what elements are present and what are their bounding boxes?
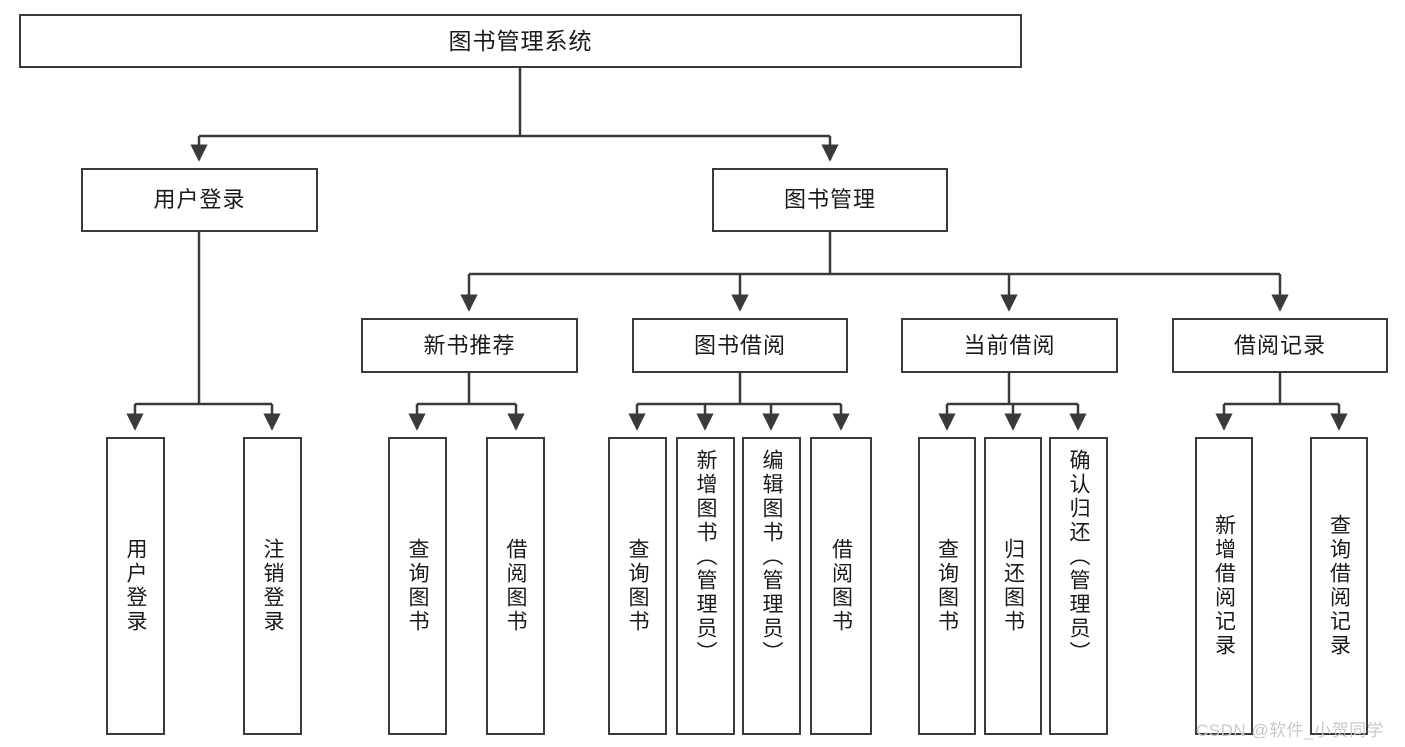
- node-current-borrow[interactable]: 当前借阅: [901, 318, 1118, 373]
- node-leaf-user-login[interactable]: 用户登录: [106, 437, 165, 735]
- node-leaf-edit-book-admin-label: 编辑图书（管理员）: [760, 449, 783, 665]
- node-borrow-record-label: 借阅记录: [1233, 332, 1326, 358]
- watermark-text: CSDN @软件_小贺同学: [1196, 721, 1385, 740]
- node-new-book-recommend[interactable]: 新书推荐: [361, 318, 578, 373]
- node-leaf-confirm-return-admin[interactable]: 确认归还（管理员）: [1049, 437, 1108, 735]
- node-leaf-add-book-admin-label: 新增图书（管理员）: [694, 449, 717, 665]
- node-leaf-query-borrow-record-label: 查询借阅记录: [1327, 514, 1351, 658]
- node-leaf-query-borrow-record[interactable]: 查询借阅记录: [1310, 437, 1368, 735]
- node-leaf-user-logout-label: 注销登录: [261, 538, 284, 634]
- node-leaf-add-book-admin[interactable]: 新增图书（管理员）: [676, 437, 735, 735]
- node-leaf-return-book-label: 归还图书: [1001, 538, 1025, 634]
- node-leaf-borrow-book-rec-label: 借阅图书: [504, 538, 527, 634]
- node-leaf-query-book-borrow-label: 查询图书: [626, 538, 649, 634]
- node-leaf-borrow-book-label: 借阅图书: [829, 538, 853, 634]
- node-leaf-add-borrow-record-label: 新增借阅记录: [1212, 514, 1236, 658]
- node-book-borrow-label: 图书借阅: [693, 332, 786, 358]
- node-root-label: 图书管理系统: [448, 27, 593, 54]
- node-borrow-record[interactable]: 借阅记录: [1172, 318, 1388, 373]
- node-leaf-query-book-rec-label: 查询图书: [406, 538, 429, 634]
- node-leaf-add-borrow-record[interactable]: 新增借阅记录: [1195, 437, 1253, 735]
- node-user-login[interactable]: 用户登录: [81, 168, 318, 232]
- node-user-login-label: 用户登录: [153, 187, 246, 213]
- node-leaf-query-book-borrow[interactable]: 查询图书: [608, 437, 667, 735]
- node-current-borrow-label: 当前借阅: [963, 332, 1056, 358]
- node-book-manage-label: 图书管理: [783, 187, 876, 213]
- node-leaf-query-book-rec[interactable]: 查询图书: [388, 437, 447, 735]
- node-leaf-borrow-book-rec[interactable]: 借阅图书: [486, 437, 545, 735]
- node-leaf-user-login-label: 用户登录: [124, 538, 147, 634]
- node-book-manage[interactable]: 图书管理: [712, 168, 948, 232]
- node-leaf-confirm-return-admin-label: 确认归还（管理员）: [1067, 449, 1090, 665]
- node-leaf-return-book[interactable]: 归还图书: [984, 437, 1042, 735]
- node-leaf-user-logout[interactable]: 注销登录: [243, 437, 302, 735]
- node-leaf-edit-book-admin[interactable]: 编辑图书（管理员）: [742, 437, 801, 735]
- node-root[interactable]: 图书管理系统: [19, 14, 1022, 68]
- node-leaf-query-book-cur-label: 查询图书: [935, 538, 959, 634]
- node-leaf-query-book-cur[interactable]: 查询图书: [918, 437, 976, 735]
- node-leaf-borrow-book[interactable]: 借阅图书: [810, 437, 872, 735]
- node-book-borrow[interactable]: 图书借阅: [632, 318, 848, 373]
- node-new-book-recommend-label: 新书推荐: [423, 332, 516, 358]
